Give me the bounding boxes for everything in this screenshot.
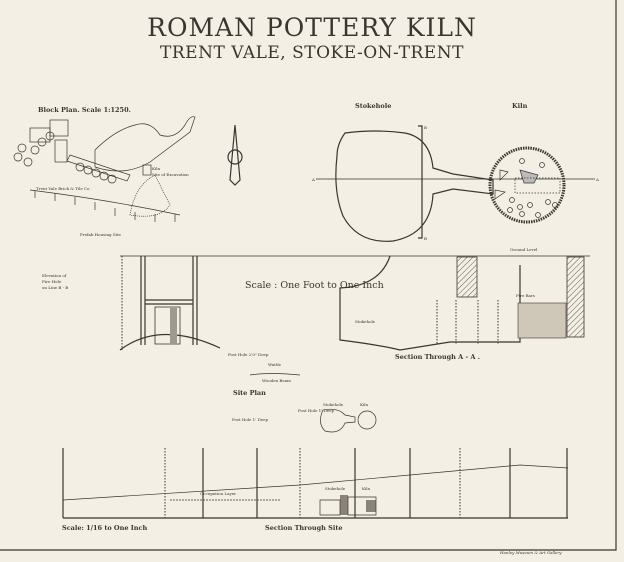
wattle-line (249, 373, 301, 376)
site-plan: Post Hole 2'0" Deep Wattle Wooden Beam S… (228, 352, 377, 433)
section-stokehole-label: Stokehole (355, 319, 376, 324)
block-plan-label: Block Plan. Scale 1:1250. (38, 106, 131, 114)
frame-border (0, 0, 617, 551)
housing-label: Prefab Housing Site (80, 232, 122, 237)
wattle-label: Wattle (268, 362, 282, 367)
kiln-plan: Stokehole Kiln B B A A (311, 102, 599, 242)
section-a-left: A (311, 177, 315, 182)
site-plan-label: Site Plan (233, 389, 266, 397)
kiln-wall (488, 146, 566, 224)
north-arrow-icon (227, 124, 243, 186)
kiln-pedestals (494, 158, 561, 218)
buildings (13, 119, 152, 184)
elevation-section: Ground Level Elevation of Fire Hole on L… (42, 247, 590, 361)
wooden-beam-label: Wooden Beam (262, 378, 291, 383)
site-kiln-label: Kiln (360, 402, 369, 407)
elevation-label-3: on Line B - B (42, 285, 68, 290)
section-a-right: A (595, 177, 599, 182)
ground-level-label: Ground Level (510, 247, 538, 252)
elevation-label-2: Fire Hole (42, 279, 62, 284)
brick-tile-label: Trent Vale Brick & Tile Co (36, 186, 90, 191)
site-section-label: Section Through Site (265, 524, 342, 532)
site-of-excavation-label: Site of Excavation (152, 172, 189, 177)
fire-bars-fill (517, 302, 567, 339)
boundary-line (29, 189, 181, 222)
section-posts (62, 448, 568, 518)
site-section: Occupation Layer Stokehole Kiln Scale: 1… (62, 448, 569, 532)
section-b-bottom: B (424, 236, 427, 241)
section-stokehole-label-2: Stokehole (325, 486, 346, 491)
section-kiln-label: Kiln (362, 486, 371, 491)
elevation-scale-label: Scale : One Foot to One Inch (245, 280, 384, 291)
section-aa-label: Section Through A - A . (395, 353, 480, 361)
excavation-shading (94, 116, 196, 172)
plan-stokehole-label: Stokehole (355, 102, 391, 110)
section-b-top: B (424, 125, 427, 130)
post-hole-2-label: Post Hole 1' Deep (298, 408, 335, 413)
plan-kiln-label: Kiln (512, 102, 528, 110)
block-plan: Block Plan. Scale 1:1250. Kiln Site of E… (13, 106, 196, 237)
occupation-layer-label: Occupation Layer (200, 491, 236, 496)
block-kiln-label: Kiln (152, 166, 161, 171)
site-scale-label: Scale: 1/16 to One Inch (62, 524, 147, 532)
elevation-label-1: Elevation of (42, 273, 67, 278)
page-subtitle: TRENT VALE, STOKE-ON-TRENT (160, 43, 464, 63)
fire-bars-label: Fire Bars (516, 293, 535, 298)
section-line-bb (418, 125, 423, 239)
dotted-area (129, 174, 171, 217)
site-stokehole-label: Stokehole (323, 402, 344, 407)
credit-label: Hanley Museum & Art Gallery (499, 550, 562, 555)
post-hole-3-label: Post Hole 1' Deep (232, 417, 269, 422)
stokehole-outline (335, 130, 494, 242)
page-title: ROMAN POTTERY KILN (147, 13, 477, 42)
post-hole-1-label: Post Hole 2'0" Deep (228, 352, 269, 357)
